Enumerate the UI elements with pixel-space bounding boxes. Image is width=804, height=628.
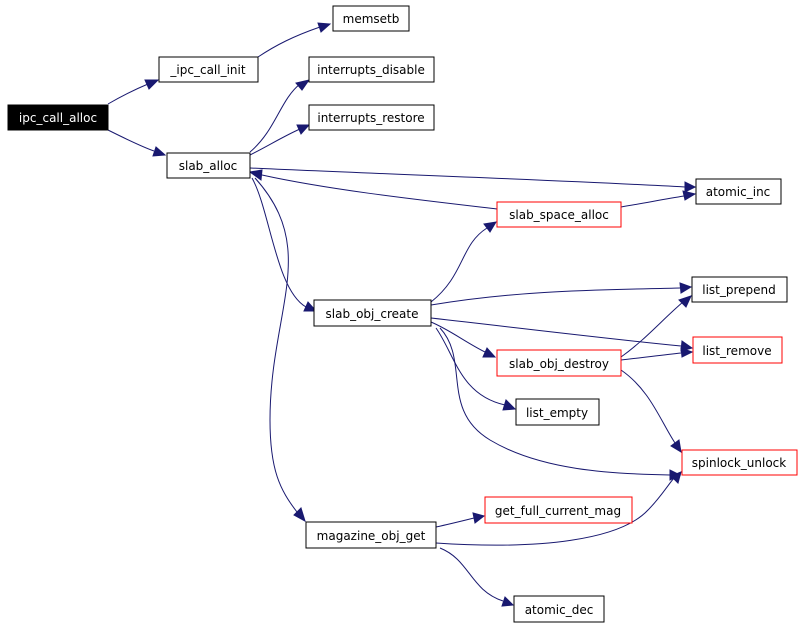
node-label: interrupts_restore — [317, 111, 424, 125]
node-slab-space-alloc[interactable]: slab_space_alloc — [496, 201, 622, 228]
edge-slab-space-alloc-to-slab-alloc — [248, 169, 498, 210]
node-label: list_empty — [526, 406, 588, 420]
edge-slab-obj-create-to-list-empty — [435, 327, 517, 411]
node-label: ipc_call_alloc — [19, 111, 97, 125]
edge-slab-alloc-to-slab-obj-create — [251, 177, 318, 312]
node-atomic-inc[interactable]: atomic_inc — [695, 178, 782, 205]
edge-ipc-call-init-to-memsetb — [257, 22, 332, 58]
edge-slab-obj-destroy-to-list-prepend — [620, 295, 692, 358]
edge-ipc-call-alloc-to-slab-alloc — [107, 129, 167, 157]
edge-slab-alloc-to-magazine-obj-get — [254, 177, 306, 523]
edge-magazine-obj-get-to-get-full-current-mag — [435, 512, 486, 528]
node-spinlock-unlock[interactable]: spinlock_unlock — [681, 449, 798, 476]
node-label: slab_alloc — [179, 159, 238, 173]
edge-slab-alloc-to-interrupts-restore — [249, 124, 311, 156]
node-label: list_remove — [702, 344, 771, 358]
edge-slab-alloc-to-atomic-inc — [249, 167, 697, 193]
node-list-remove[interactable]: list_remove — [692, 336, 783, 364]
node-list-prepend[interactable]: list_prepend — [691, 276, 788, 303]
edge-slab-obj-destroy-to-list-remove — [620, 347, 694, 361]
edge-slab-obj-destroy-to-spinlock-unlock — [620, 369, 682, 453]
node-label: get_full_current_mag — [495, 504, 621, 518]
node-get-full-current-mag[interactable]: get_full_current_mag — [484, 496, 633, 524]
node-slab-obj-create[interactable]: slab_obj_create — [313, 299, 432, 327]
edge-slab-obj-create-to-list-prepend — [430, 282, 693, 306]
node-label: slab_obj_create — [326, 307, 419, 321]
node-atomic-dec[interactable]: atomic_dec — [513, 595, 605, 623]
node-memsetb[interactable]: memsetb — [332, 5, 410, 32]
node-slab-alloc[interactable]: slab_alloc — [166, 152, 251, 179]
node-label: atomic_inc — [706, 185, 771, 199]
node-label: magazine_obj_get — [317, 529, 426, 543]
node-list-empty[interactable]: list_empty — [515, 398, 600, 426]
node-label: slab_space_alloc — [509, 208, 609, 222]
node-label: interrupts_disable — [317, 63, 425, 77]
edge-magazine-obj-get-to-spinlock-unlock — [435, 471, 682, 546]
node-ipc-call-alloc[interactable]: ipc_call_alloc — [7, 104, 109, 131]
node-label: spinlock_unlock — [692, 456, 787, 470]
edge-magazine-obj-get-to-atomic-dec — [439, 547, 515, 607]
node-interrupts-restore[interactable]: interrupts_restore — [308, 104, 435, 131]
edge-slab-space-alloc-to-atomic-inc — [620, 190, 697, 208]
edge-slab-obj-create-to-slab-space-alloc — [430, 221, 497, 303]
edge-slab-alloc-to-interrupts-disable — [249, 79, 311, 153]
node-label: slab_obj_destroy — [509, 357, 609, 371]
node-ipc-call-init[interactable]: _ipc_call_init — [158, 56, 259, 83]
node-slab-obj-destroy[interactable]: slab_obj_destroy — [496, 349, 622, 377]
node-label: list_prepend — [702, 283, 776, 297]
edge-slab-obj-create-to-slab-obj-destroy — [430, 321, 497, 358]
node-magazine-obj-get[interactable]: magazine_obj_get — [305, 521, 437, 549]
edge-ipc-call-alloc-to-ipc-call-init — [107, 79, 160, 105]
node-interrupts-disable[interactable]: interrupts_disable — [308, 56, 435, 83]
node-label: memsetb — [343, 12, 400, 26]
edge-slab-obj-create-to-list-remove — [430, 317, 694, 352]
node-label: _ipc_call_init — [169, 63, 245, 77]
node-label: atomic_dec — [525, 603, 594, 617]
